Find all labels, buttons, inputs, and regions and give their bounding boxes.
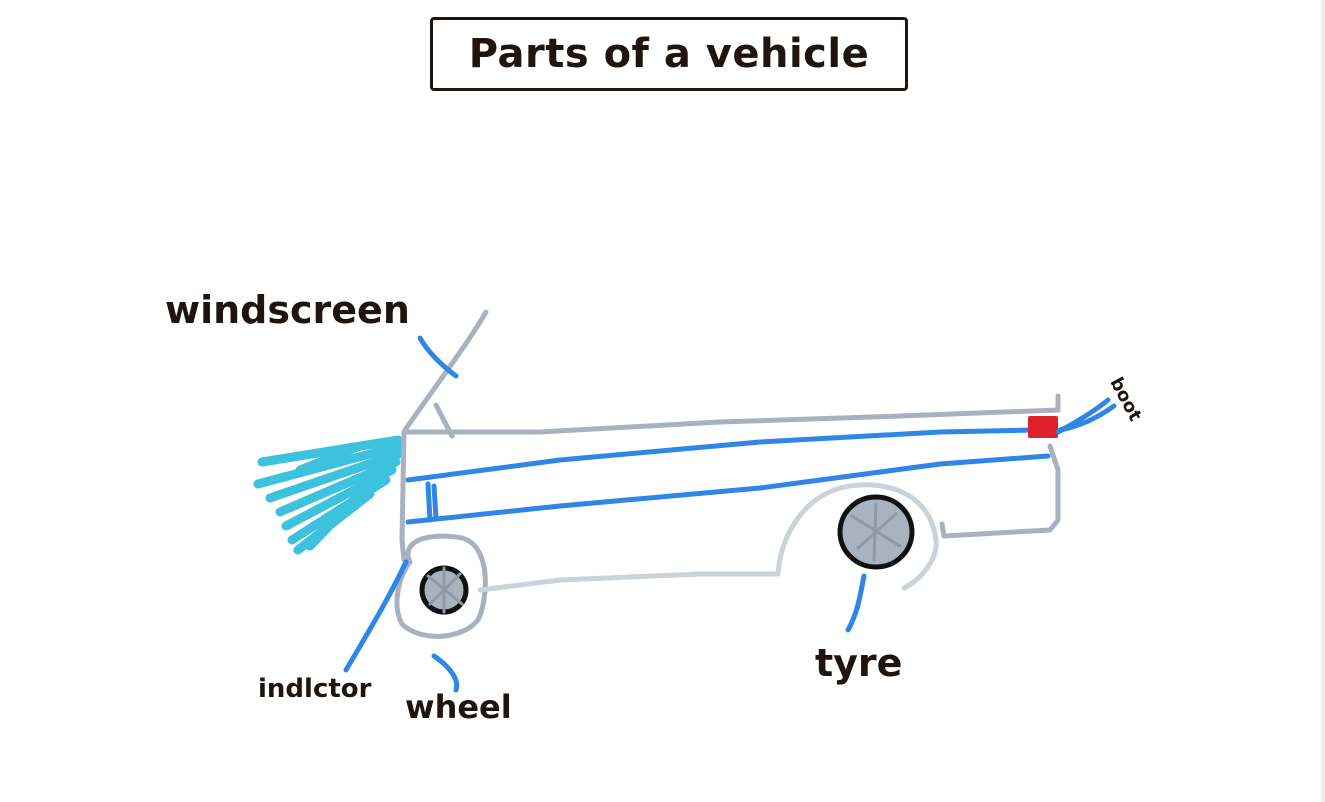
body-stripes	[405, 427, 1051, 525]
page-edge	[1321, 0, 1325, 802]
wheel-callout	[431, 653, 460, 693]
rear-tyre	[837, 494, 915, 570]
windscreen-frame	[401, 309, 489, 439]
windscreen-callout	[417, 335, 459, 379]
car-body-outline	[399, 393, 1061, 563]
label-tyre: tyre	[815, 641, 903, 685]
windscreen-fill	[253, 435, 405, 555]
label-indicator: indlctor	[258, 674, 372, 704]
tyre-callout	[845, 573, 867, 633]
diagram-title: Parts of a vehicle	[468, 31, 870, 77]
front-wheel-arch	[394, 533, 488, 639]
indicator-callout	[343, 559, 409, 673]
label-windscreen: windscreen	[165, 288, 410, 332]
boot-callout-2	[1057, 403, 1117, 433]
front-wheel	[419, 565, 469, 615]
callout-lines	[343, 335, 1117, 693]
boot-marker	[1028, 416, 1058, 438]
title-box: Parts of a vehicle	[430, 17, 908, 91]
label-wheel: wheel	[405, 688, 512, 726]
car-sill	[477, 482, 939, 593]
